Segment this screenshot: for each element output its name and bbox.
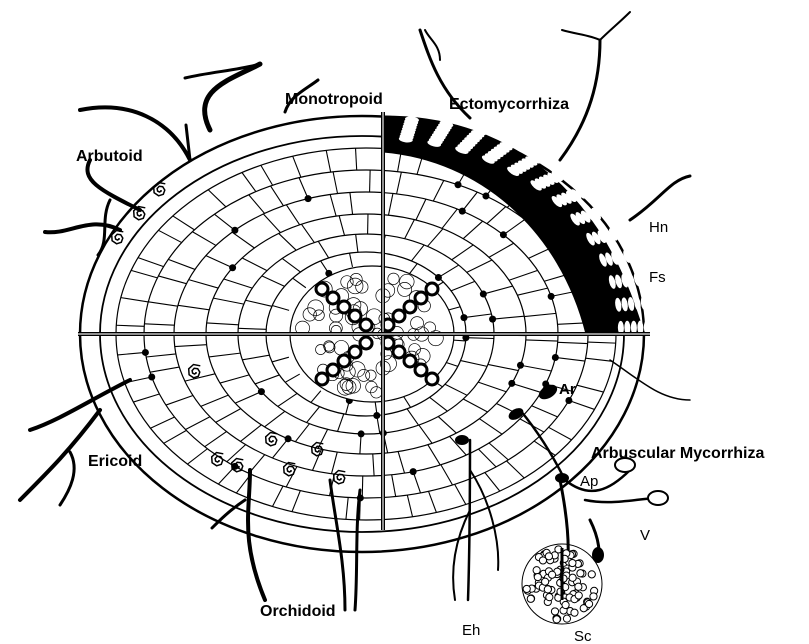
vesicles bbox=[615, 458, 668, 505]
label-monotropoid: Monotropoid bbox=[285, 92, 383, 108]
label-ap: Ap bbox=[580, 474, 598, 489]
label-eh: Eh bbox=[462, 623, 480, 638]
label-sc: Sc bbox=[574, 629, 592, 644]
label-hn: Hn bbox=[649, 220, 668, 235]
spore-cluster bbox=[523, 546, 598, 623]
label-arbuscular-mycorrhiza: Arbuscular Mycorrhiza bbox=[591, 446, 764, 462]
label-ectomycorrhiza: Ectomycorrhiza bbox=[449, 97, 569, 113]
label-orchidoid: Orchidoid bbox=[260, 604, 336, 620]
label-ericoid: Ericoid bbox=[88, 454, 142, 470]
label-ar: Ar bbox=[559, 382, 576, 397]
label-fs: Fs bbox=[649, 270, 666, 285]
label-v: V bbox=[640, 528, 650, 543]
label-arbutoid: Arbutoid bbox=[76, 149, 143, 165]
